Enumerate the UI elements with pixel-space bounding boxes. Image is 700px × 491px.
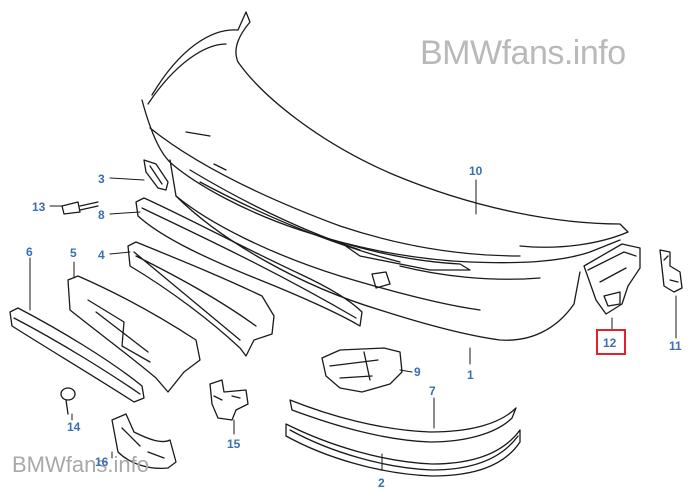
part-16-bracket bbox=[111, 413, 177, 470]
callout-1[interactable]: 1 bbox=[467, 368, 474, 382]
part-11-clip bbox=[659, 249, 683, 293]
part-9-duct bbox=[321, 347, 403, 393]
callout-13[interactable]: 13 bbox=[32, 200, 46, 214]
callout-2[interactable]: 2 bbox=[378, 476, 385, 490]
leader-lines bbox=[29, 177, 677, 471]
part-10-bumper-cover bbox=[141, 11, 629, 341]
callout-15[interactable]: 15 bbox=[227, 437, 241, 451]
watermark-top: BMWfans.info bbox=[420, 34, 626, 72]
callout-16[interactable]: 16 bbox=[95, 455, 109, 469]
part-6-trim-strip bbox=[9, 307, 145, 403]
part-15-clip bbox=[209, 379, 249, 421]
callout-10[interactable]: 10 bbox=[469, 164, 483, 178]
part-2-lower-trim bbox=[285, 423, 521, 477]
callout-6[interactable]: 6 bbox=[26, 245, 33, 259]
callout-9[interactable]: 9 bbox=[414, 365, 421, 379]
part-3-bracket bbox=[143, 159, 169, 191]
part-12-bracket bbox=[583, 243, 641, 315]
callout-12[interactable]: 12 bbox=[603, 336, 617, 350]
watermark-bottom: BMWfans.info bbox=[12, 452, 149, 477]
part-5-lower-grille bbox=[67, 275, 201, 393]
callout-5[interactable]: 5 bbox=[70, 246, 77, 260]
callout-11[interactable]: 11 bbox=[669, 339, 682, 353]
callout-4[interactable]: 4 bbox=[98, 248, 105, 262]
part-4-grille bbox=[127, 241, 275, 357]
callout-7[interactable]: 7 bbox=[429, 384, 436, 398]
part-13-bolt bbox=[61, 201, 99, 215]
part-8-strip bbox=[135, 197, 363, 327]
callout-8[interactable]: 8 bbox=[98, 208, 105, 222]
part-7-strip bbox=[289, 399, 517, 443]
highlight-box-part-12 bbox=[596, 329, 626, 355]
callout-3[interactable]: 3 bbox=[98, 172, 105, 186]
callout-14[interactable]: 14 bbox=[67, 420, 81, 434]
part-14-plug bbox=[60, 387, 76, 415]
